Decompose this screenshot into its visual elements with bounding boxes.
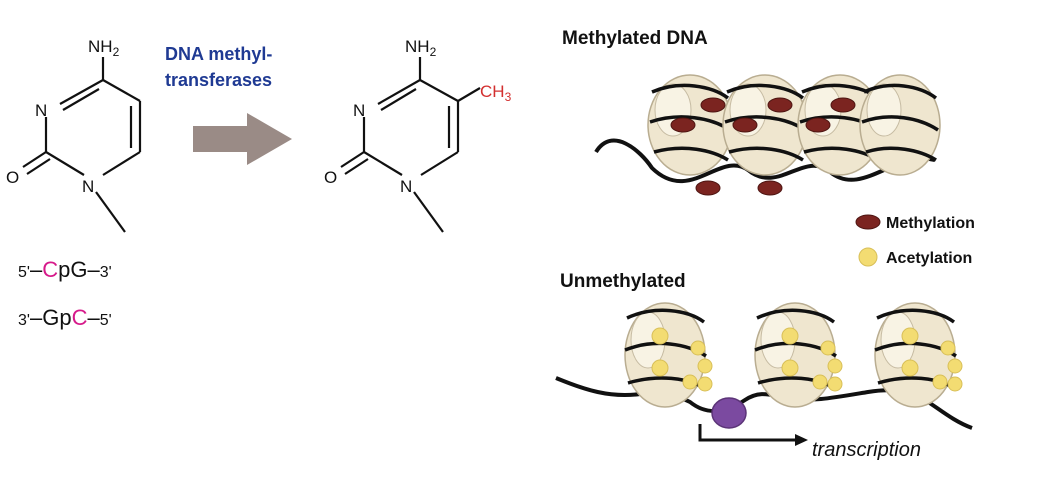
acetylation-mark <box>827 376 843 392</box>
methylated-dna-title: Methylated DNA <box>562 28 708 49</box>
methylcytosine-n1-label: N <box>400 177 412 196</box>
acetylation-mark <box>781 327 799 345</box>
acetylation-mark <box>697 358 713 374</box>
cpg-strands: 5'–CpG–3' 3'–GpC–5' <box>18 257 112 330</box>
unmethylated-nucleosome <box>874 302 957 408</box>
acetylation-mark <box>947 358 963 374</box>
cpg-bottom-strand: 3'–GpC–5' <box>18 305 112 330</box>
transcription-arrow-icon <box>795 434 808 446</box>
cytosine-molecule: NH2 N O N <box>6 37 142 233</box>
unmethylated-nucleosome <box>624 302 707 408</box>
acetylation-mark <box>932 374 948 390</box>
methylation-mark <box>757 180 783 196</box>
methylation-mark <box>670 117 696 133</box>
methylation-mark <box>830 97 856 113</box>
acetylation-mark <box>682 374 698 390</box>
acetylation-mark <box>901 359 919 377</box>
acetylation-mark <box>901 327 919 345</box>
methylated-chromatin <box>594 74 941 196</box>
methylcytosine-amine-label: NH2 <box>405 37 437 59</box>
cytosine-n3-label: N <box>35 101 47 120</box>
enzyme-label-line1: DNA methyl- <box>165 44 272 64</box>
acetylation-mark <box>947 376 963 392</box>
acetylation-mark <box>651 327 669 345</box>
unmethylated-nucleosome <box>754 302 837 408</box>
methylation-mark <box>700 97 726 113</box>
methylation-mark <box>805 117 831 133</box>
methylated-nucleosome <box>859 74 941 176</box>
methylcytosine-oxygen-label: O <box>324 168 337 187</box>
cytosine-n1-label: N <box>82 177 94 196</box>
methylation-mark <box>732 117 758 133</box>
transcription-label: transcription <box>812 439 921 461</box>
methylation-mark <box>767 97 793 113</box>
acetylation-mark <box>820 340 836 356</box>
cytosine-amine-label: NH2 <box>88 37 120 59</box>
unmethylated-title: Unmethylated <box>560 271 686 292</box>
acetylation-mark <box>781 359 799 377</box>
reaction-arrow-icon <box>193 113 292 165</box>
methylation-mark <box>695 180 721 196</box>
acetylation-mark <box>827 358 843 374</box>
cpg-top-strand: 5'–CpG–3' <box>18 257 112 282</box>
methylcytosine-n3-label: N <box>353 101 365 120</box>
methylcytosine-molecule: NH2 CH3 N O N <box>324 37 512 233</box>
polymerase-icon <box>711 397 747 429</box>
unmethylated-chromatin: transcription <box>555 302 973 461</box>
acetylation-mark <box>690 340 706 356</box>
legend-methylation-swatch <box>855 214 881 230</box>
enzyme-label-line2: transferases <box>165 70 272 90</box>
acetylation-mark <box>697 376 713 392</box>
acetylation-mark <box>812 374 828 390</box>
acetylation-mark <box>651 359 669 377</box>
legend: Methylation Acetylation <box>855 214 975 267</box>
legend-acetylation-swatch <box>858 247 878 267</box>
cytosine-oxygen-label: O <box>6 168 19 187</box>
legend-methylation-label: Methylation <box>886 215 975 232</box>
methyl-group-label: CH3 <box>480 82 512 104</box>
legend-acetylation-label: Acetylation <box>886 250 972 267</box>
acetylation-mark <box>940 340 956 356</box>
